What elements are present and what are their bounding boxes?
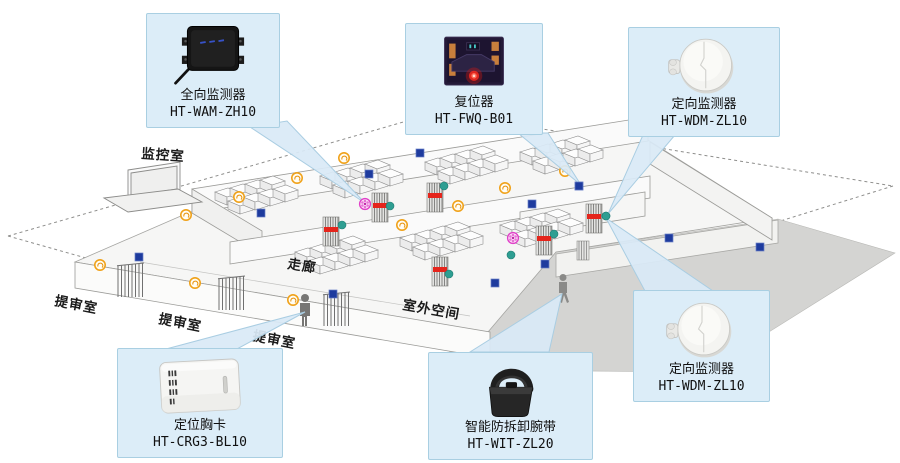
- callout-directional-monitor-bottom: 定向监测器 HT-WDM-ZL10: [633, 290, 770, 402]
- locator-badge-icon: [148, 354, 252, 417]
- interrogation-room-label-1: 提审室: [53, 292, 99, 317]
- laptop: [102, 161, 204, 213]
- device-name: 定向监测器: [668, 362, 734, 377]
- monitor-room-label: 监控室: [141, 145, 186, 165]
- device-name: 定位胸卡: [173, 418, 226, 433]
- corridor-label: 走廊: [286, 255, 317, 276]
- resetter-board-icon: [439, 29, 509, 94]
- device-name: 全向监测器: [180, 88, 246, 103]
- site-boundary-dashes: [7, 111, 894, 278]
- device-model: HT-WAM-ZH10: [169, 105, 257, 120]
- device-model: HT-WDM-ZL10: [660, 114, 748, 129]
- callout-wristband: 智能防拆卸腕带 HT-WIT-ZL20: [428, 352, 593, 460]
- teal-node-icon: [601, 211, 611, 221]
- device-name: 复位器: [454, 95, 494, 110]
- plain-door: [576, 240, 590, 261]
- callout-directional-monitor-top: 定向监测器 HT-WDM-ZL10: [628, 27, 780, 137]
- device-model: HT-CRG3-BL10: [153, 435, 247, 450]
- tamper-proof-wristband-icon: [472, 358, 550, 419]
- device-name: 定向监测器: [671, 97, 737, 112]
- interrogation-back-line: [139, 261, 471, 317]
- yard-wall: [555, 219, 779, 278]
- directional-monitor-icon: [661, 33, 747, 96]
- callout-beams: [165, 120, 715, 353]
- directional-monitor-icon: [660, 296, 744, 361]
- device-model: HT-WIT-ZL20: [467, 437, 554, 452]
- callout-resetter: 复位器 HT-FWQ-B01: [405, 23, 543, 135]
- interrogation-room-label-2: 提审室: [157, 310, 203, 335]
- device-name: 智能防拆卸腕带: [464, 420, 556, 435]
- magenta-node-icon: [506, 231, 520, 245]
- device-model: HT-FWQ-B01: [434, 112, 514, 127]
- callout-locator-badge: 定位胸卡 HT-CRG3-BL10: [117, 348, 283, 458]
- standing-person: [300, 294, 310, 326]
- callout-omni-monitor: 全向监测器 HT-WAM-ZH10: [146, 13, 280, 128]
- device-model: HT-WDM-ZL10: [658, 379, 745, 394]
- magenta-node-icon: [358, 197, 372, 211]
- blue-tag-icon: [574, 181, 584, 191]
- omni-monitor-icon: [167, 19, 259, 87]
